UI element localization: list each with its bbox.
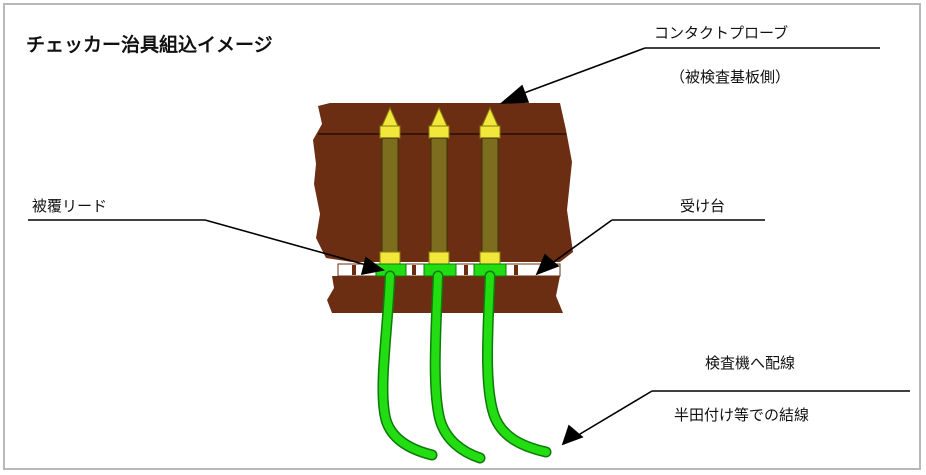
- contact-probe-3: [479, 106, 501, 265]
- lower-board: [327, 276, 563, 313]
- diagram-title: チェッカー治具組込イメージ: [26, 34, 273, 56]
- receiver-dividers: [352, 265, 518, 275]
- contact-probe-1: [379, 106, 401, 265]
- label-binding: 半田付け等での結線: [674, 406, 810, 424]
- label-covered-lead: 被覆リード: [32, 197, 108, 215]
- label-wiring: 検査機へ配線: [705, 354, 796, 372]
- contact-probe-2: [428, 106, 450, 265]
- leader-lines: [28, 47, 910, 446]
- label-contact-probe-sub: （被検査基板側）: [670, 68, 791, 86]
- label-receiver: 受け台: [680, 197, 726, 215]
- label-contact-probe: コンタクトプローブ: [654, 24, 789, 42]
- covered-lead-wires: [377, 270, 552, 464]
